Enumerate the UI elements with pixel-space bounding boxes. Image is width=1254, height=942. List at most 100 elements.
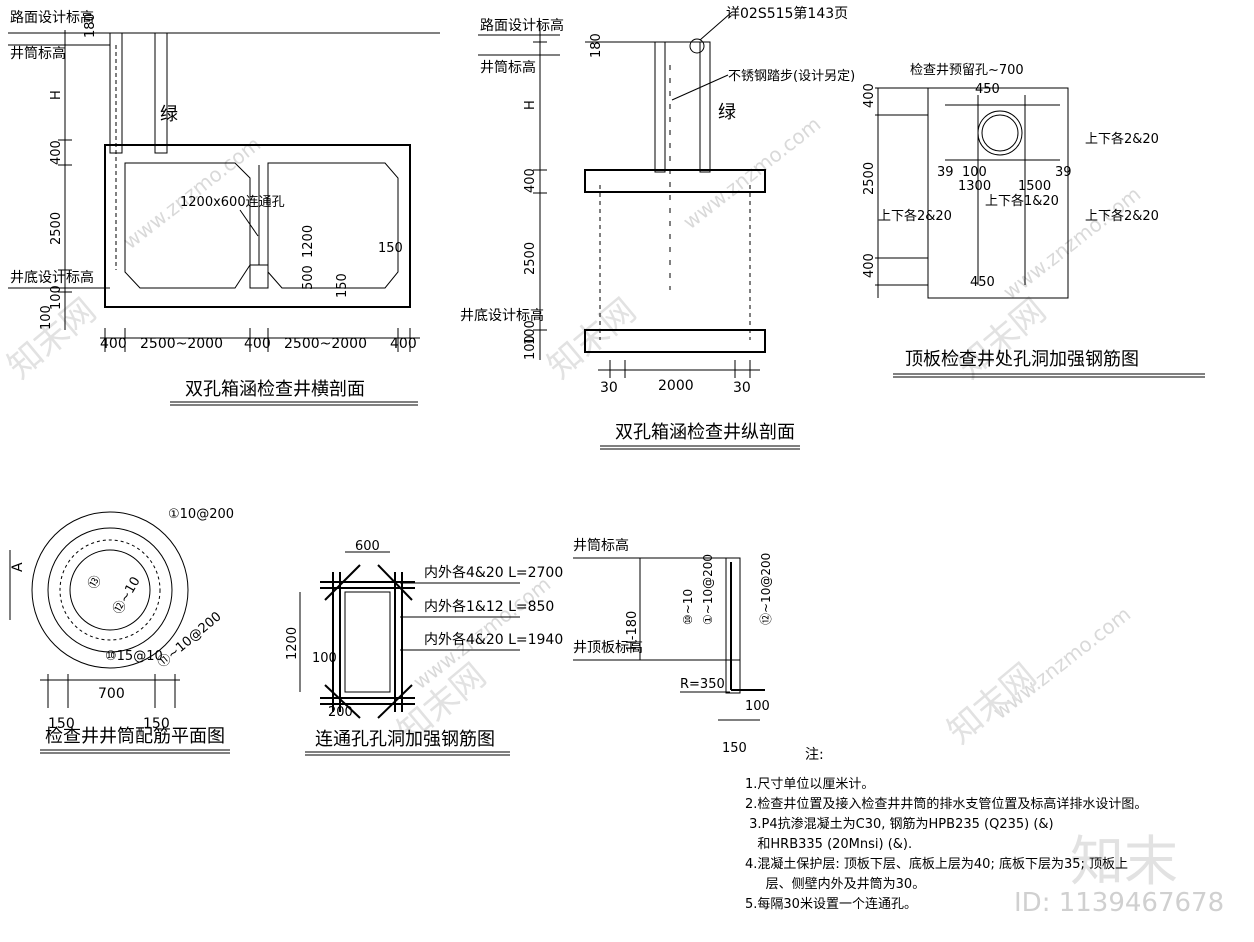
- dim-400: 400: [523, 168, 538, 193]
- bar-mark: ⑫~10: [110, 574, 143, 617]
- note-item: 1.尺寸单位以厘米计。: [745, 777, 875, 792]
- dim-150: 150: [143, 716, 170, 732]
- dim-2500: 2500: [523, 242, 538, 275]
- bar-note: 上下各1&20: [985, 193, 1059, 209]
- watermark-site: www.znzmo.com: [118, 132, 265, 254]
- watermark-brand: 知末网: [950, 291, 1054, 387]
- dim-400: 400: [390, 336, 417, 352]
- green-mark: 绿: [718, 102, 736, 123]
- dim-R350: R=350: [680, 677, 725, 692]
- dim-2500-2000: 2500~2000: [140, 336, 223, 352]
- bar-label: 内外各1&12 L=850: [424, 599, 554, 615]
- dim-500: 500: [301, 265, 316, 290]
- section-mark-A: A: [10, 562, 26, 572]
- dim-2500: 2500: [862, 162, 877, 195]
- bar-note: 上下各2&20: [1085, 208, 1159, 224]
- watermark-logo: 知末: [1070, 830, 1178, 893]
- note-item: 2.检查井位置及接入检查井井筒的排水支管位置及标高详排水设计图。: [745, 797, 1148, 812]
- dim-100: 100: [312, 651, 337, 666]
- dim-2000: 2000: [658, 378, 694, 394]
- note-item: 5.每隔30米设置一个连通孔。: [745, 897, 917, 912]
- dim-100: 100: [523, 320, 538, 345]
- dim-1200: 1200: [301, 225, 316, 258]
- dim-180: 180: [589, 33, 604, 58]
- view-title: 检查井井筒配筋平面图: [45, 726, 225, 747]
- dim-100: 100: [745, 699, 770, 714]
- view-title: 双孔箱涵检查井横剖面: [185, 379, 365, 400]
- road-level-label: 路面设计标高: [10, 9, 94, 26]
- note-item: 4.混凝土保护层: 顶板下层、底板上层为40; 底板下层为35; 顶板上: [745, 857, 1129, 872]
- watermark-brand: 知末网: [540, 291, 644, 387]
- note-item: 层、侧壁内外及井筒为30。: [745, 877, 926, 892]
- bar-label: 内外各4&20 L=1940: [424, 632, 563, 648]
- dim-400: 400: [862, 253, 877, 278]
- shaft-level-label: 井筒标高: [573, 537, 629, 554]
- view-title: 连通孔孔洞加强钢筋图: [315, 729, 495, 750]
- general-notes: 注: 1.尺寸单位以厘米计。 2.检查井位置及接入检查井井筒的排水支管位置及标高…: [745, 745, 1250, 915]
- note-item: 和HRB335 (20Mnsi) (&).: [745, 837, 913, 852]
- dim-600: 600: [355, 539, 380, 554]
- roof-hole-reinforcement: 检查井预留孔~700 400 2500 400 450 450 39 100 3…: [862, 63, 1205, 378]
- dim-2500: 2500: [49, 212, 64, 245]
- dim-1500: 1500: [1018, 179, 1051, 194]
- shaft-level-label: 井筒标高: [10, 45, 66, 62]
- roof-level-label: 井顶板标高: [573, 639, 643, 656]
- dim-H-180: H-180: [625, 611, 640, 650]
- dim-450: 450: [970, 275, 995, 290]
- dim-450: 450: [975, 82, 1000, 97]
- view-title: 双孔箱涵检查井纵剖面: [615, 422, 795, 443]
- notes-heading: 注:: [805, 747, 824, 763]
- dim-150: 150: [335, 273, 350, 298]
- view-title: 顶板检查井处孔洞加强钢筋图: [905, 349, 1139, 370]
- dim-400: 400: [49, 140, 64, 165]
- shaft-level-label: 井筒标高: [480, 59, 536, 76]
- longitudinal-section: 路面设计标高 井筒标高 井底设计标高 180 H 400 2500 100 10…: [460, 5, 855, 450]
- link-hole-label: 1200x600连通孔: [180, 194, 285, 210]
- dim-100: 100: [962, 165, 987, 180]
- dim-100: 100: [49, 285, 64, 310]
- transverse-section: 路面设计标高 井筒标高 井底设计标高 180 H 400 2500 100 10…: [8, 9, 440, 406]
- bar-note: 上下各2&20: [1085, 131, 1159, 147]
- bar-mark: ⑩15@10: [105, 649, 163, 664]
- dim-700: 700: [98, 686, 125, 702]
- dim-H: H: [523, 100, 538, 110]
- dim-1300: 1300: [958, 179, 991, 194]
- dim-200: 200: [328, 705, 353, 720]
- shaft-reinforcement-plan: A ①10@200 ⑫~10 ⑬ ⑩15@10 ⑪~10@200 700 150…: [9, 507, 234, 754]
- note-item: 3.P4抗渗混凝土为C30, 钢筋为HPB235 (Q235) (&): [745, 817, 1054, 832]
- dim-150: 150: [48, 716, 75, 732]
- dim-400: 400: [862, 83, 877, 108]
- link-hole-reinforcement: 600 1200 100 200 内外各4&20 L=2700 内外各1&12 …: [285, 539, 563, 756]
- detail-ref: 详02S515第143页: [726, 5, 848, 22]
- dim-30: 30: [733, 380, 751, 396]
- dim-150: 150: [378, 241, 403, 256]
- dim-400: 400: [244, 336, 271, 352]
- dim-H: H: [49, 90, 64, 100]
- road-level-label: 路面设计标高: [480, 17, 564, 34]
- bar-note: 上下各2&20: [878, 208, 952, 224]
- bar-mark: ⑫~10@200: [759, 553, 773, 625]
- dim-100: 100: [39, 305, 54, 330]
- dim-180: 180: [83, 13, 98, 38]
- bar-mark: ①10@200: [168, 507, 234, 522]
- dim-39: 39: [937, 165, 954, 180]
- dim-1200: 1200: [285, 627, 300, 660]
- watermark-id: ID: 1139467678: [1014, 888, 1225, 918]
- bar-label: 内外各4&20 L=2700: [424, 565, 563, 581]
- shaft-wall-section: 井筒标高 井顶板标高 H-180 ⑩~10 ①~10@200 ⑫~10@200 …: [573, 537, 773, 756]
- step-note: 不锈钢踏步(设计另定): [728, 69, 855, 84]
- bar-mark: ⑬: [85, 573, 104, 592]
- bar-mark: ⑩~10: [681, 589, 695, 625]
- green-mark: 绿: [160, 104, 178, 125]
- dim-39: 39: [1055, 165, 1072, 180]
- dim-30: 30: [600, 380, 618, 396]
- dim-400: 400: [100, 336, 127, 352]
- hole-note: 检查井预留孔~700: [910, 63, 1024, 78]
- bar-mark: ①~10@200: [701, 554, 715, 625]
- bottom-level-label: 井底设计标高: [460, 307, 544, 324]
- bottom-level-label: 井底设计标高: [10, 269, 94, 286]
- dim-100: 100: [523, 335, 538, 360]
- dim-150: 150: [722, 741, 747, 756]
- dim-2500-2000: 2500~2000: [284, 336, 367, 352]
